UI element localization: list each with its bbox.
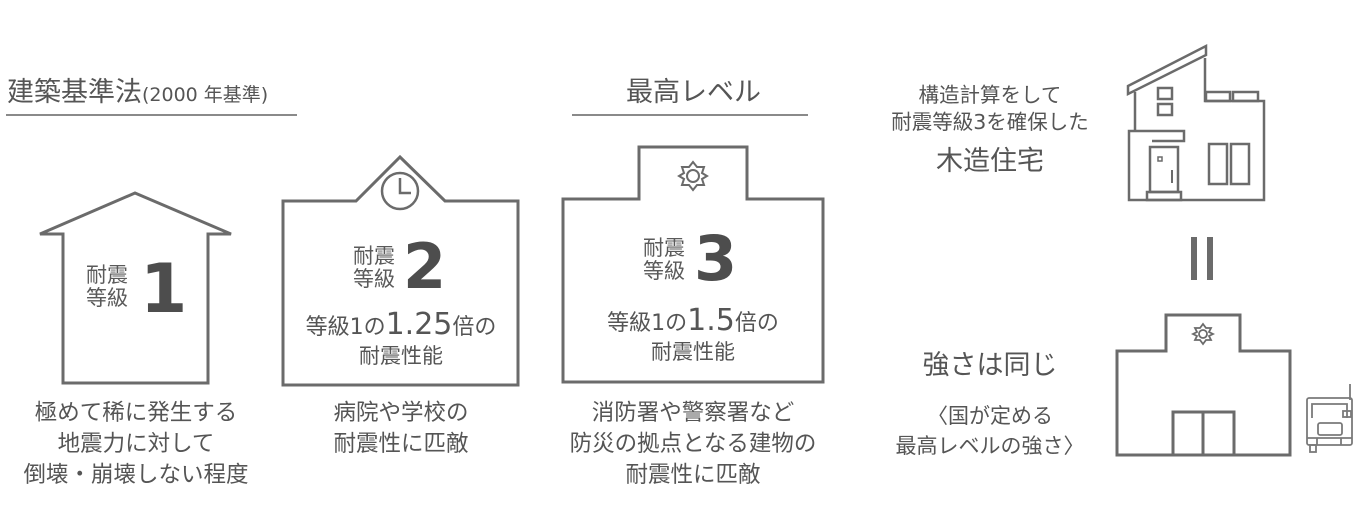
level2-caption: 病院や学校の 耐震性に匹敵: [283, 398, 519, 460]
level3-multiplier-suffix: 倍の: [734, 311, 779, 336]
level2-multiplier-value: 1.25: [385, 307, 453, 342]
level2-label-line2: 等級: [353, 267, 395, 291]
level1-label-line1: 耐震: [86, 263, 128, 287]
fire-truck-icon: [1306, 384, 1353, 453]
top-level-header: 最高レベル: [626, 79, 761, 106]
national-standard-note: 〈国が定める 最高レベルの強さ〉: [860, 401, 1120, 461]
level1-number: 1: [140, 250, 188, 329]
level2-caption-line2: 耐震性に匹敵: [333, 431, 469, 457]
level1-caption-line1: 極めて稀に発生する: [34, 400, 238, 426]
level3-performance: 耐震性能: [651, 340, 735, 364]
level2-building-outline: [281, 154, 520, 387]
level3-multiplier: 等級1の1.5倍の: [563, 306, 823, 336]
comparison-house-text: 構造計算をして 耐震等級3を確保した: [860, 82, 1120, 136]
level2-number: 2: [403, 230, 447, 303]
level1-caption: 極めて稀に発生する 地震力に対して 倒壊・崩壊しない程度: [0, 398, 272, 491]
wooden-house-icon: [1126, 43, 1266, 202]
clock-icon: [380, 171, 420, 211]
comparison-house-type: 木造住宅: [936, 146, 1044, 177]
police-emblem-icon: [677, 160, 709, 192]
level3-caption: 消防署や警察署など 防災の拠点となる建物の 耐震性に匹敵: [543, 398, 843, 491]
level2-label: 耐震 等級: [353, 245, 395, 291]
level2-multiplier-suffix: 倍の: [452, 315, 497, 340]
level3-label-line2: 等級: [643, 259, 685, 283]
level1-label-line2: 等級: [86, 286, 128, 310]
same-strength-text: 強さは同じ: [922, 350, 1058, 381]
top-level-header-title: 最高レベル: [626, 77, 761, 108]
national-standard-note-line1: 〈国が定める: [927, 404, 1053, 428]
level3-multiplier-prefix: 等級1の: [607, 311, 688, 336]
equals-vertical-icon: [1191, 237, 1213, 280]
level3-caption-line1: 消防署や警察署など: [591, 400, 795, 426]
level3-multiplier-value: 1.5: [687, 303, 735, 338]
standard-header-sub: (2000 年基準): [142, 84, 269, 106]
comparison-house-line2: 耐震等級3を確保した: [891, 110, 1089, 134]
level1-label: 耐震 等級: [86, 264, 128, 310]
level2-label-line1: 耐震: [353, 244, 395, 268]
level2-caption-line1: 病院や学校の: [333, 400, 469, 426]
level2-multiplier: 等級1の1.25倍の: [283, 310, 519, 340]
level1-house-outline: [39, 191, 232, 385]
standard-header-title: 建築基準法: [7, 77, 142, 108]
comparison-house-line1: 構造計算をして: [918, 83, 1062, 107]
level2-performance: 耐震性能: [359, 344, 443, 368]
level2-multiplier-prefix: 等級1の: [305, 315, 386, 340]
national-standard-note-line2: 最高レベルの強さ〉: [895, 434, 1085, 458]
level1-caption-line2: 地震力に対して: [57, 431, 215, 457]
standard-header: 建築基準法(2000 年基準): [7, 79, 268, 106]
level3-caption-line3: 耐震性に匹敵: [625, 462, 761, 488]
level3-caption-line2: 防災の拠点となる建物の: [569, 431, 817, 457]
police-station-icon: [1115, 313, 1292, 457]
level1-caption-line3: 倒壊・崩壊しない程度: [23, 462, 249, 488]
level3-number: 3: [694, 222, 738, 295]
level3-building-outline: [561, 145, 825, 384]
level3-label-line1: 耐震: [643, 236, 685, 260]
level3-label: 耐震 等級: [643, 237, 685, 283]
